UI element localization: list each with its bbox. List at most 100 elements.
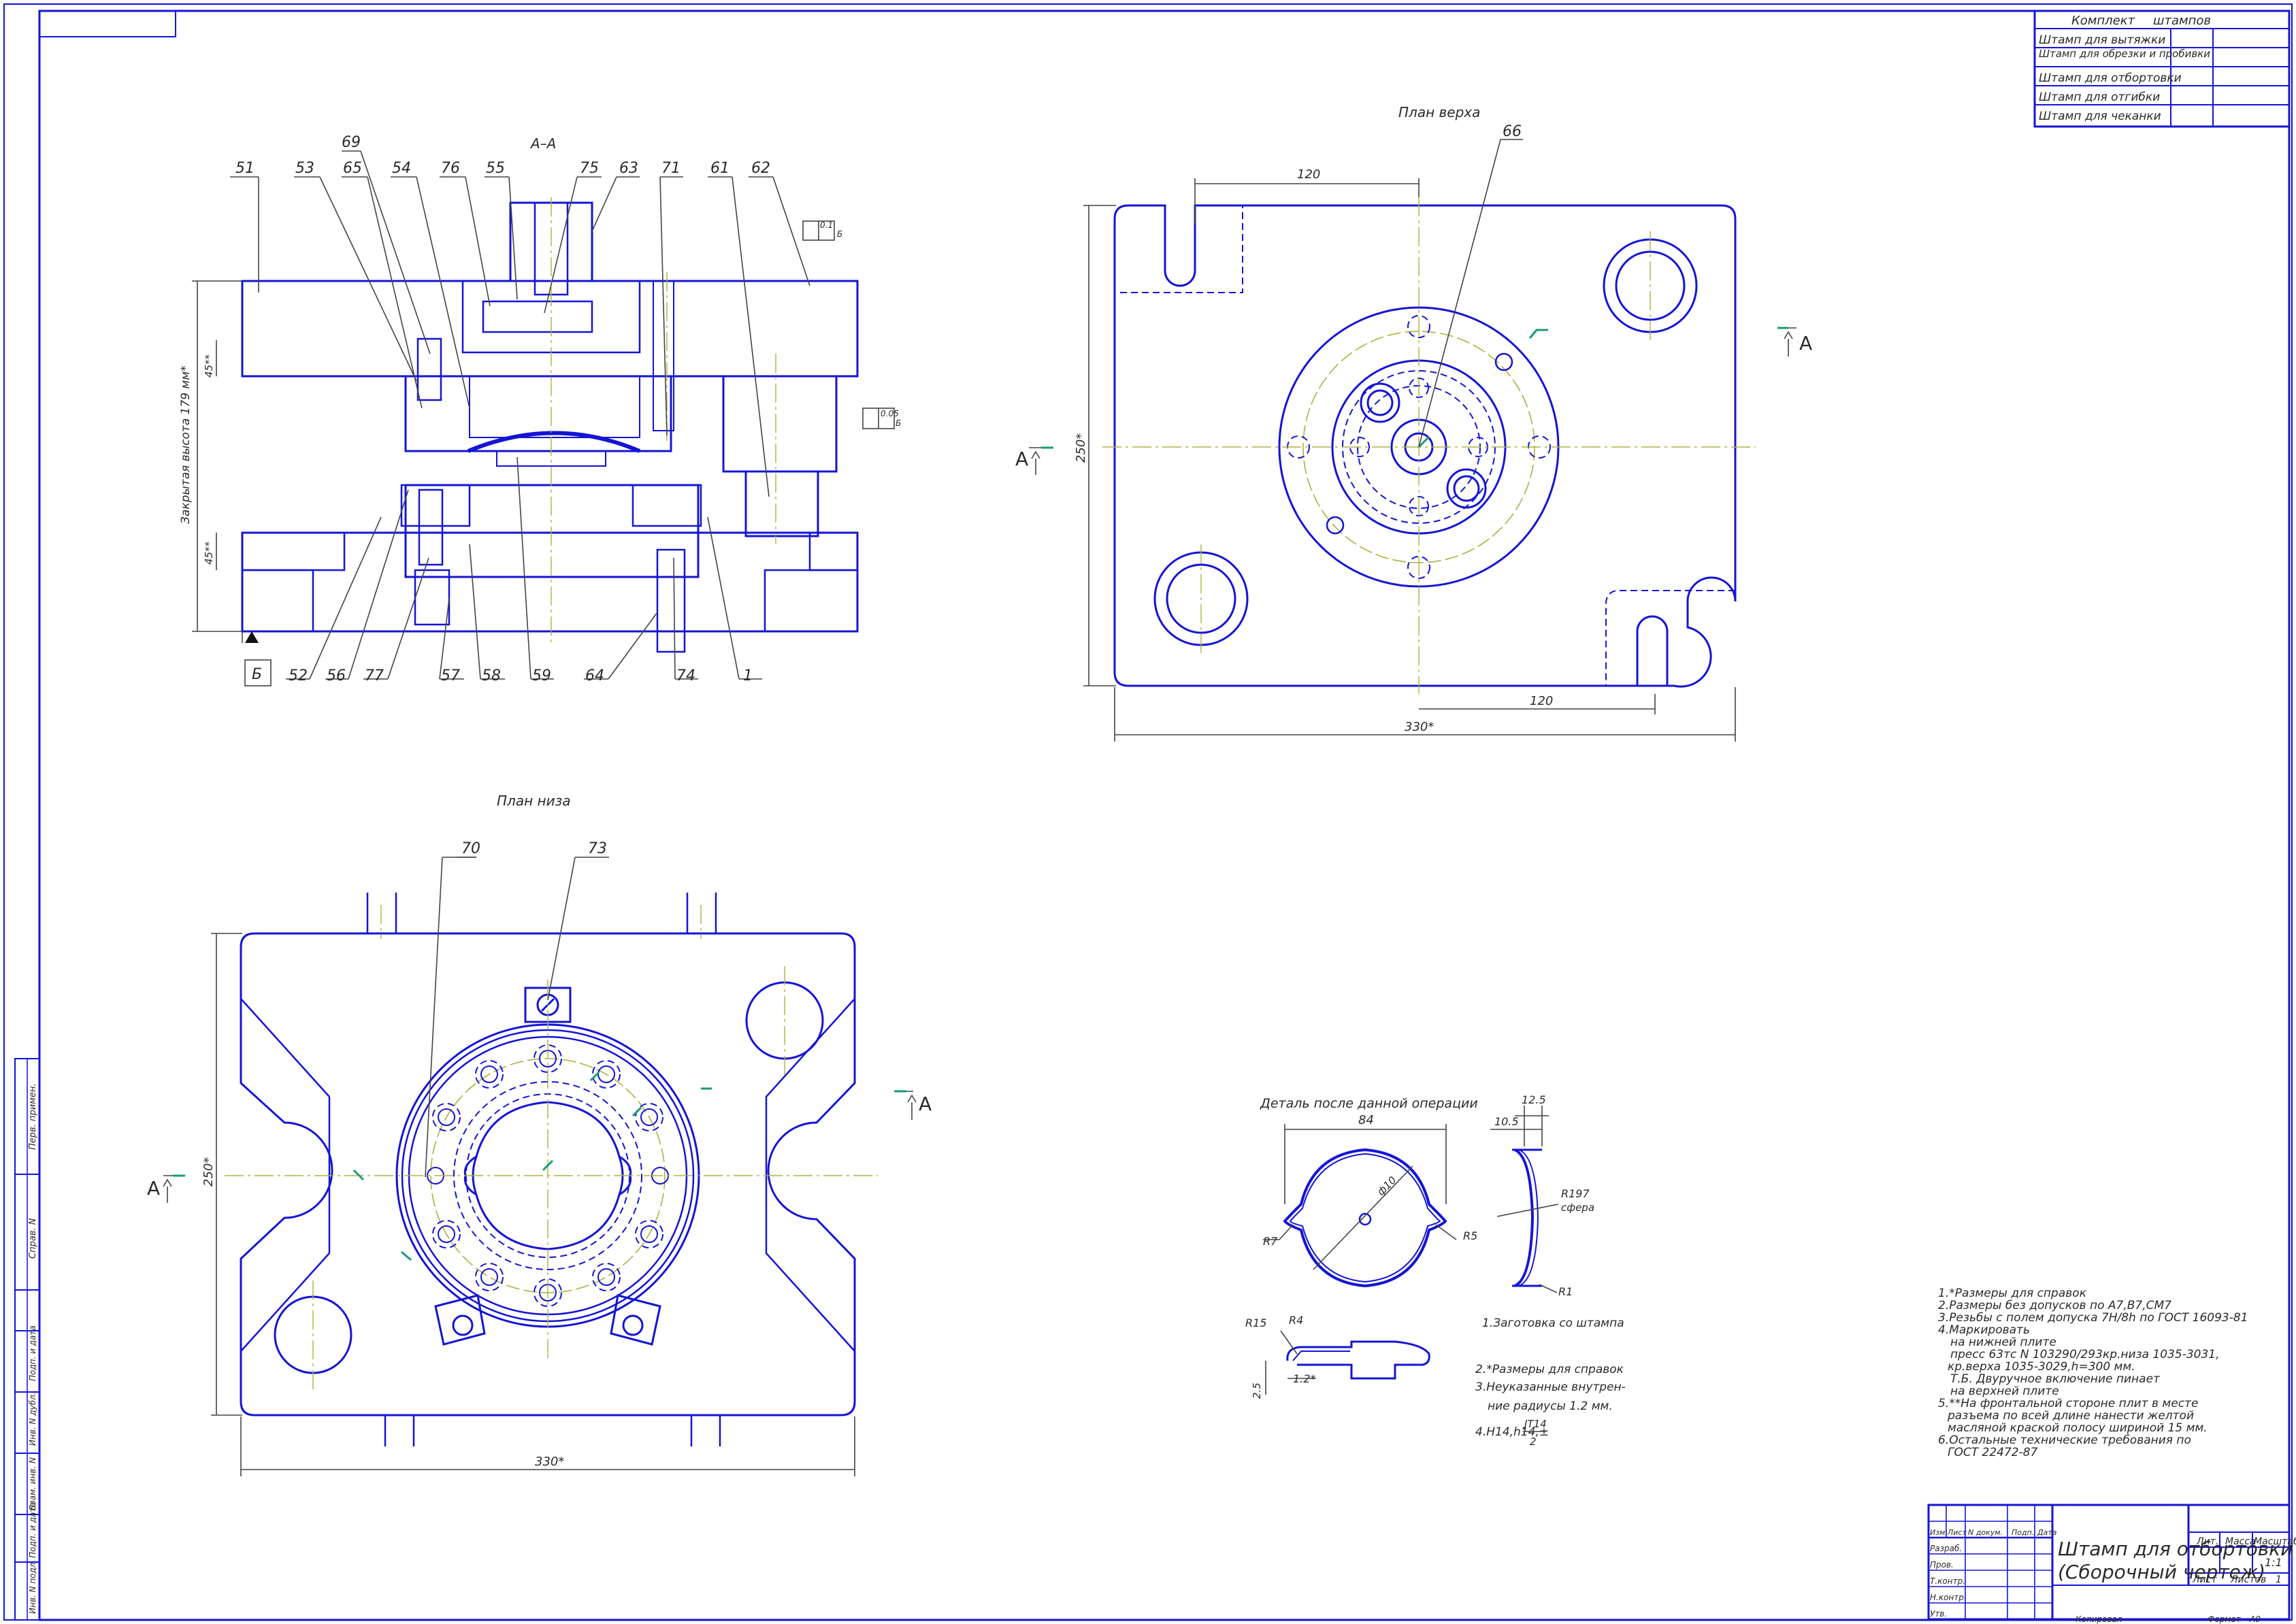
tb-sheet: Лист: [2192, 1574, 2217, 1585]
bottom-dim-width: 330*: [535, 1455, 564, 1469]
detail-r15: R15: [1245, 1316, 1266, 1329]
detail-note-4: 4.H14,h14,±: [1475, 1425, 1549, 1439]
tech-note-13: ГОСТ 22472-87: [1948, 1446, 2038, 1459]
shut-height-dim: Закрытая высота 179 мм*: [179, 365, 193, 524]
section-title: А–А: [529, 135, 556, 152]
detail-side-w1: 12.5: [1522, 1093, 1546, 1106]
pos-75: 75: [580, 160, 599, 177]
detail-sphere: R197: [1561, 1187, 1590, 1200]
pos-57: 57: [441, 667, 460, 684]
bottom-section-mark-right: А: [919, 1093, 932, 1115]
pos-74: 74: [676, 667, 695, 684]
left-strip: Перв. примен. Справ. N Подп. и дата Инв.…: [14, 1058, 40, 1621]
detail-note-2: 3.Неуказанные внутрен-: [1475, 1380, 1626, 1394]
tb-sheets-value: 1: [2276, 1574, 2282, 1585]
pos-64: 64: [585, 667, 604, 684]
pos-63: 63: [619, 160, 638, 177]
tech-note-7: Т.Б. Двуручное включение пинает: [1950, 1372, 2161, 1386]
tech-note-10: разъема по всей длине нанести желтой: [1947, 1409, 2194, 1423]
strip-label-6: Инв. N подл.: [28, 1560, 37, 1614]
tb-copied: Копировал: [2076, 1614, 2122, 1624]
pos-51: 51: [235, 160, 255, 177]
pos-59: 59: [532, 667, 551, 684]
section-view: А–А: [179, 134, 901, 686]
pos-54: 54: [392, 160, 411, 177]
pos-76: 76: [441, 160, 460, 177]
kit-table: Комплект штампов Штамп для вытяжки Штамп…: [2033, 10, 2291, 128]
tb-col-3: Подп.: [2012, 1528, 2034, 1537]
tb-role-4: Утв.: [1930, 1609, 1947, 1619]
detail-dia: 84: [1358, 1113, 1374, 1127]
tb-scale-value: 1:1: [2265, 1556, 2282, 1569]
bottom-leader-70: 70: [461, 840, 480, 857]
tech-note-4: на нижней плите: [1950, 1336, 2056, 1349]
tech-note-12: 6.Остальные технические требования по: [1938, 1434, 2191, 1447]
tech-note-11: масляной краской полосу шириной 15 мм.: [1948, 1421, 2208, 1435]
strip-label-4: Взам. инв. N: [28, 1457, 37, 1510]
kit-row-4: Штамп для чеканки: [2039, 110, 2161, 123]
tol-perp-value: 0.05: [881, 409, 899, 418]
strip-label-5: Подп. и дата: [28, 1502, 37, 1558]
detail-h25: 2.5: [1251, 1382, 1263, 1399]
detail-side-w2: 10.5: [1494, 1115, 1519, 1128]
tb-title-line1: Штамп для отбортовки: [2058, 1538, 2293, 1560]
technical-requirements: 1.*Размеры для справок 2.Размеры без доп…: [1938, 1287, 2248, 1459]
tolerance-den: 2: [1530, 1436, 1537, 1448]
strip-label-3: Инв. N дубл.: [28, 1392, 37, 1446]
kit-header-1: штампов: [2153, 14, 2211, 28]
pos-58: 58: [482, 667, 501, 684]
tb-role-3: Н.контр.: [1930, 1593, 1967, 1602]
base-mark: Б: [252, 666, 262, 683]
pos-77: 77: [365, 667, 384, 684]
tech-note-2: 3.Резьбы с полем допуска 7Н/8h по ГОСТ 1…: [1938, 1311, 2248, 1325]
kit-row-0: Штамп для вытяжки: [2039, 33, 2165, 47]
lower-thk-dim: 45**: [203, 541, 215, 565]
detail-r-left: R7: [1263, 1235, 1278, 1248]
detail-w12: 1.2*: [1293, 1372, 1315, 1385]
tolerance-num: JT14: [1522, 1418, 1547, 1430]
detail-r-right: R5: [1463, 1229, 1477, 1242]
title-block: Изм Лист N докум. Подп. Дата Разраб. Про…: [1927, 1504, 2296, 1624]
pos-62: 62: [751, 160, 770, 177]
tb-format-value: А0: [2249, 1614, 2261, 1624]
pos-1: 1: [743, 667, 753, 684]
pos-52: 52: [289, 667, 308, 684]
tb-format: Формат: [2208, 1614, 2242, 1624]
upper-thk-dim: 45**: [203, 354, 215, 378]
tech-note-5: пресс 63тс N 103290/293кр.низа 1035-3031…: [1950, 1348, 2220, 1361]
kit-header-0: Комплект: [2071, 14, 2135, 28]
tol-par-value: 0.1: [820, 220, 833, 230]
kit-row-1: Штамп для обрезки и пробивки: [2039, 48, 2210, 60]
strip-label-2: Подп. и дата: [28, 1325, 37, 1381]
tb-col-1: Лист: [1947, 1528, 1967, 1537]
pos-61: 61: [710, 160, 729, 177]
tb-role-0: Разраб.: [1930, 1544, 1962, 1553]
top-section-mark-right: А: [1799, 332, 1812, 354]
sheet-frame: [3, 3, 2293, 1621]
tol-perp-ref: Б: [896, 418, 901, 428]
detail-view: Деталь после данной операции 84 ф10 R7 R…: [1245, 1093, 1626, 1448]
bottom-leader-73: 73: [588, 840, 607, 857]
bottom-dim-height: 250*: [201, 1157, 216, 1187]
tb-role-2: Т.контр.: [1930, 1576, 1965, 1586]
kit-row-2: Штамп для отбортовки: [2039, 71, 2182, 85]
detail-hole: ф10: [1375, 1174, 1398, 1198]
top-dim-bottom: 120: [1530, 694, 1553, 708]
detail-title: Деталь после данной операции: [1260, 1096, 1478, 1111]
bottom-section-mark-left: А: [147, 1177, 160, 1199]
pos-65: 65: [343, 160, 362, 177]
bottom-plan-view: План низа: [147, 793, 932, 1476]
tb-lit: Лит.: [2196, 1536, 2218, 1547]
top-plan-title: План верха: [1398, 104, 1480, 120]
tech-note-6: кр.верха 1035-3029,h=300 мм.: [1948, 1360, 2135, 1374]
tb-col-2: N докум.: [1968, 1528, 2003, 1537]
detail-note-3: ние радиусы 1.2 мм.: [1488, 1399, 1613, 1413]
top-plan-view: План верха: [1015, 104, 1812, 742]
tb-col-4: Дата: [2037, 1528, 2057, 1537]
pos-55: 55: [486, 160, 505, 177]
pos-53: 53: [295, 160, 314, 177]
bottom-bolt-circle: [427, 1044, 669, 1307]
tol-par-ref: Б: [837, 229, 842, 239]
top-dim-left: 120: [1297, 167, 1320, 182]
detail-sphere-note: сфера: [1561, 1202, 1594, 1214]
